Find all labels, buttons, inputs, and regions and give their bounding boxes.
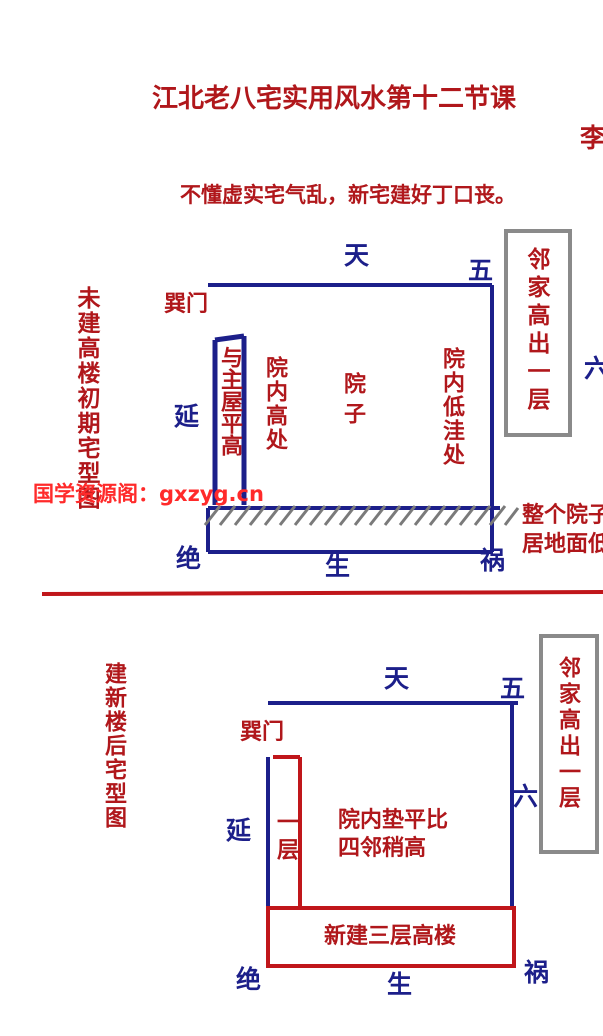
d2-neighbor-box <box>539 634 599 854</box>
subtitle: 不懂虚实宅气乱，新宅建好丁口丧。 <box>180 183 516 207</box>
d2-direction-top-right: 五 <box>500 674 526 703</box>
page-title: 江北老八宅实用风水第十二节课 <box>152 84 517 114</box>
d1-direction-top: 天 <box>344 241 370 270</box>
d1-direction-left: 延 <box>174 402 200 431</box>
d1-cell-mid-left: 院内高处 <box>262 356 287 452</box>
d1-neighbor-label: 邻家高出一层 <box>523 247 549 415</box>
d1-direction-bottom-right: 祸 <box>480 546 506 575</box>
d2-door-label: 巽门 <box>240 720 285 745</box>
d2-caption: 建新楼后宅型图 <box>101 662 126 830</box>
d1-note-line2: 居地面低 <box>522 532 603 557</box>
d1-cell-right: 院内低洼处 <box>439 347 464 467</box>
d2-direction-top: 天 <box>384 664 410 693</box>
d1-cell-mid: 院子 <box>340 372 365 432</box>
d2-direction-left: 延 <box>226 816 252 845</box>
d1-direction-top-right: 五 <box>468 256 494 285</box>
d1-direction-bottom-left: 绝 <box>176 544 202 573</box>
d2-direction-bottom-left: 绝 <box>236 965 262 994</box>
watermark: 国学资源阁：gxzyg.cn <box>33 482 264 506</box>
d2-new-building-label: 新建三层高楼 <box>324 924 457 949</box>
d1-ground-hatch <box>203 505 520 526</box>
d2-center-line2: 四邻稍高 <box>338 836 427 861</box>
d1-caption: 未建高楼初期宅型图 <box>73 286 99 511</box>
d1-door-label: 巽门 <box>164 292 209 317</box>
author-fragment: 李 <box>580 124 603 154</box>
d1-direction-right: 六 <box>584 354 603 383</box>
d1-room-top <box>214 333 245 343</box>
d2-new-building <box>266 906 516 968</box>
d2-direction-right: 六 <box>513 782 539 811</box>
d2-left-room-label: 一层 <box>273 810 298 866</box>
d2-center-line1: 院内垫平比 <box>338 808 449 833</box>
d1-cell-left: 与主屋平高 <box>217 346 242 456</box>
d2-neighbor-label: 邻家高出一层 <box>555 656 580 812</box>
d2-direction-bottom: 生 <box>387 970 413 999</box>
d1-neighbor-box <box>504 229 572 437</box>
d1-note-line1: 整个院子 <box>522 503 603 528</box>
section-divider <box>41 590 603 596</box>
d2-direction-bottom-right: 祸 <box>524 958 550 987</box>
d1-direction-bottom: 生 <box>325 552 351 581</box>
